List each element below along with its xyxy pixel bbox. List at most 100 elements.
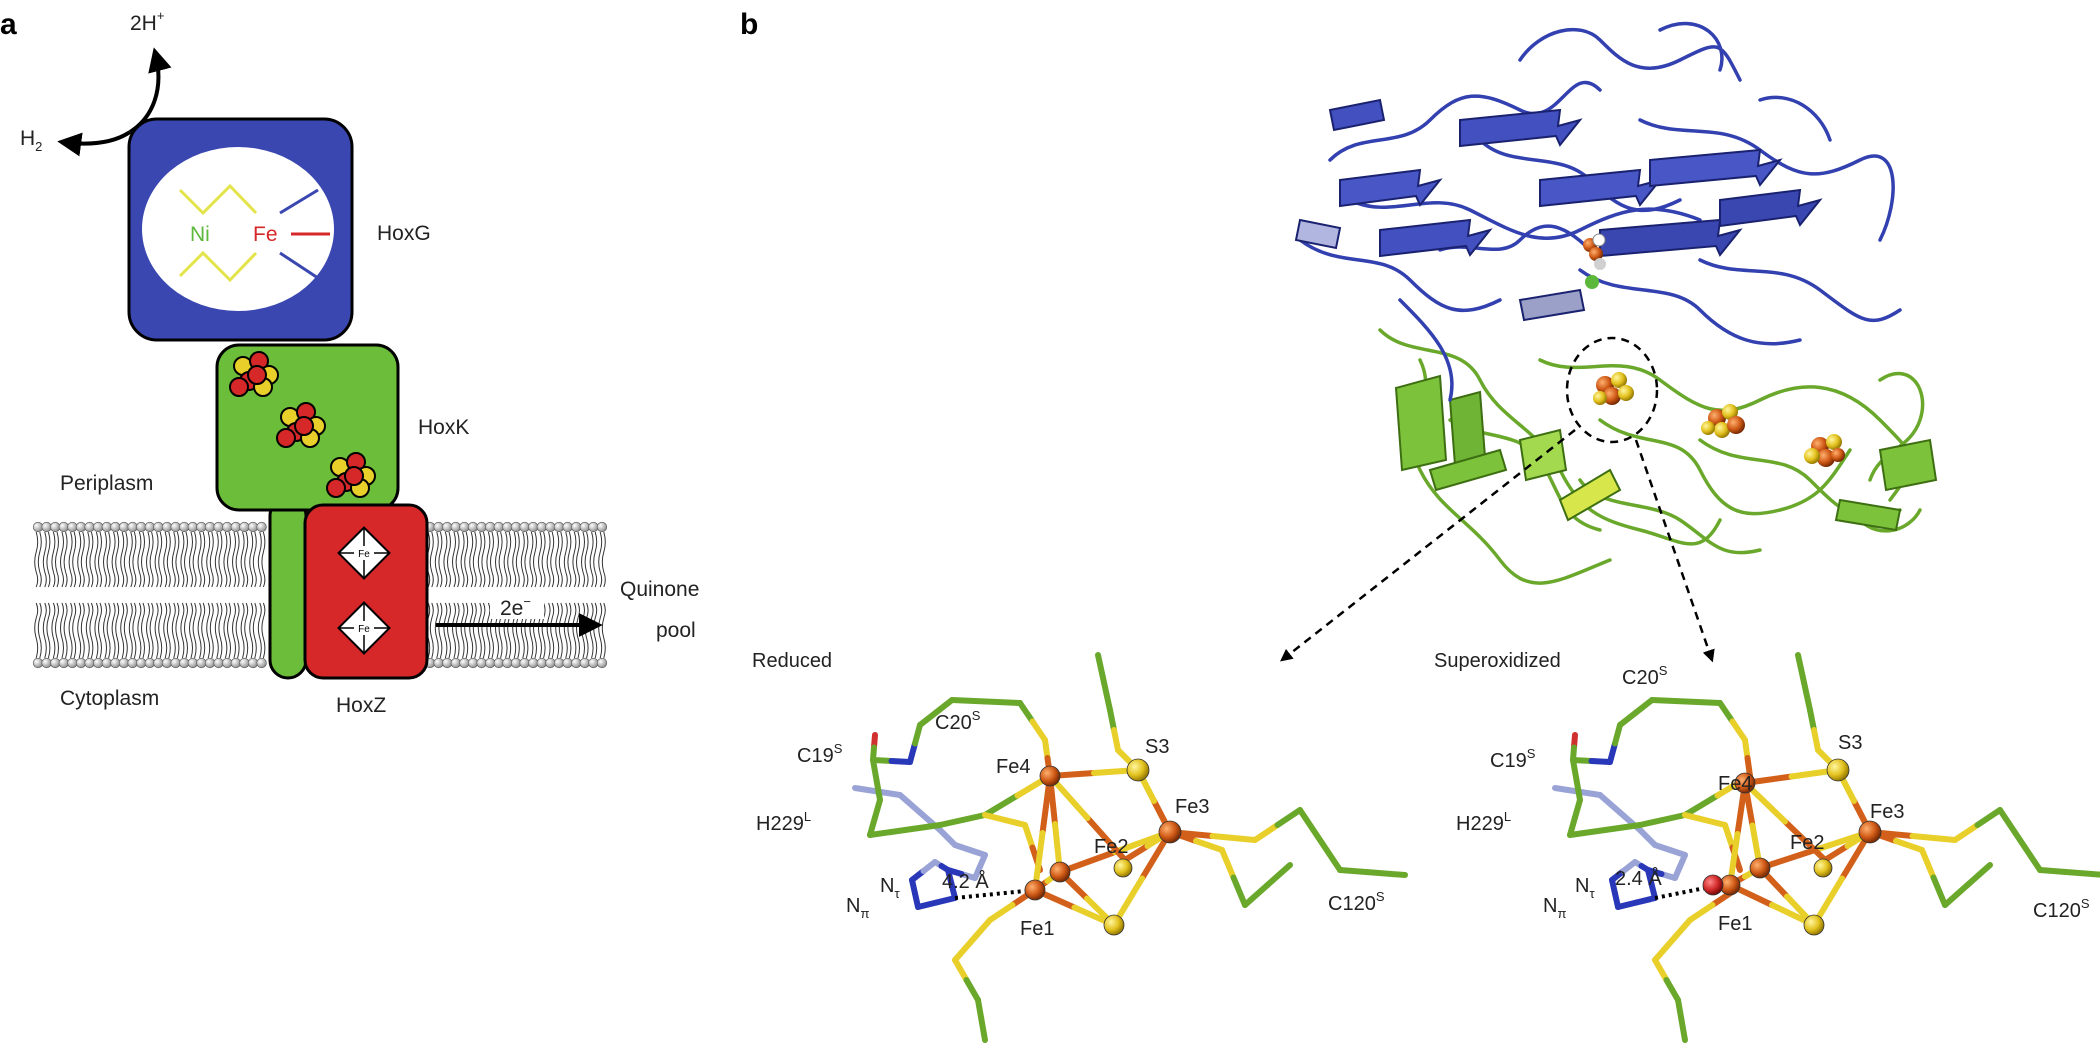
- bond: [873, 777, 883, 803]
- fe3-atom: [1158, 820, 1182, 844]
- bond: [1717, 700, 1736, 725]
- proximal-cluster-spheres: [1593, 372, 1634, 405]
- lipid-tail: [132, 531, 137, 588]
- distal-cluster-spheres: [1804, 434, 1845, 467]
- lipid-head: [596, 521, 608, 533]
- bond: [1942, 882, 1971, 908]
- bond: [1682, 812, 1708, 823]
- lipid-head: [510, 521, 522, 533]
- lipid-head: [75, 521, 87, 533]
- superoxidized-npi-label: Nπ: [1543, 895, 1566, 921]
- bond: [1675, 997, 1685, 1023]
- fes-cluster-distal: [326, 452, 376, 498]
- lipid-head: [101, 657, 112, 669]
- lipid-tail: [77, 602, 82, 659]
- lipid-tail: [576, 602, 580, 659]
- bond: [1682, 792, 1721, 818]
- bond: [978, 1017, 988, 1043]
- bond: [1893, 838, 1925, 853]
- lipid-tail: [477, 531, 482, 588]
- lipid-tail: [472, 531, 477, 588]
- lipid-tail: [240, 531, 245, 588]
- lipid-tail: [68, 531, 73, 588]
- lipid-head: [528, 657, 539, 669]
- lipid-tail: [486, 531, 491, 588]
- bond: [1084, 815, 1128, 863]
- lipid-head: [519, 657, 530, 669]
- lipid-tail: [51, 531, 56, 588]
- periplasm-label: Periplasm: [60, 472, 153, 495]
- bond: [1369, 869, 1408, 878]
- lipid-tail: [103, 531, 107, 588]
- lipid-tail: [171, 602, 176, 659]
- lipid-tail: [34, 602, 39, 659]
- lipid-tail: [137, 602, 142, 659]
- lipid-tail: [175, 602, 180, 659]
- lipid-tail: [495, 531, 499, 588]
- bond: [1567, 827, 1608, 838]
- lipid-tail: [154, 602, 159, 659]
- bond: [1811, 727, 1821, 753]
- lipid-head: [222, 657, 233, 669]
- lipid-tail: [218, 531, 223, 588]
- electrons-label: 2e−: [500, 594, 531, 620]
- bond: [1669, 917, 1693, 943]
- lipid-tail: [123, 602, 128, 659]
- membrane: [32, 521, 608, 669]
- lipid-tail: [80, 531, 85, 588]
- bond: [1729, 718, 1748, 743]
- lipid-tail: [180, 602, 185, 659]
- bond: [959, 812, 988, 823]
- lipid-tail: [189, 531, 193, 588]
- lipid-head: [519, 521, 530, 533]
- lipid-tail: [55, 531, 59, 588]
- lipid-head: [493, 657, 504, 669]
- lipid-head: [84, 657, 95, 669]
- lipid-tail: [89, 602, 94, 659]
- lipid-tail: [103, 602, 107, 659]
- lipid-tail: [227, 531, 231, 588]
- lipid-tail: [507, 531, 512, 588]
- bond: [1617, 709, 1639, 728]
- lipid-tail: [555, 531, 560, 588]
- lipid-tail: [244, 531, 249, 588]
- bond: [1297, 807, 1323, 843]
- bond: [888, 758, 913, 765]
- lipid-tail: [572, 602, 577, 659]
- bond: [1722, 822, 1736, 851]
- lipid-head: [562, 657, 573, 669]
- lipid-head: [187, 521, 198, 533]
- lipid-tail: [249, 531, 254, 588]
- bond: [1022, 822, 1036, 851]
- superoxidized-cluster-model: [1552, 652, 2100, 1043]
- bond: [1807, 707, 1817, 733]
- reduced-h229-label: H229L: [756, 809, 811, 835]
- lipid-tail: [512, 531, 517, 588]
- bond: [1687, 902, 1716, 923]
- lipid-head: [536, 657, 547, 669]
- lipid-head: [247, 657, 259, 669]
- lipid-head: [442, 521, 453, 533]
- superoxidized-title: Superoxidized: [1434, 650, 1561, 672]
- bond: [1317, 837, 1343, 873]
- reduced-fe3-label: Fe3: [1175, 796, 1209, 818]
- lipid-tail: [443, 602, 448, 659]
- lipid-tail: [163, 602, 168, 659]
- lipid-head: [93, 657, 104, 669]
- lipid-head: [493, 521, 504, 533]
- lipid-head: [536, 521, 547, 533]
- lipid-tail: [452, 531, 456, 588]
- lipid-tail: [593, 602, 598, 659]
- reduced-fe4-label: Fe4: [996, 756, 1030, 778]
- bond: [1795, 652, 1807, 686]
- lipid-tail: [171, 531, 176, 588]
- lipid-tail: [460, 531, 465, 588]
- proton-label: 2H+: [130, 8, 164, 35]
- lipid-head: [528, 521, 539, 533]
- bond: [1101, 679, 1113, 713]
- bond: [1652, 957, 1670, 983]
- bond: [1974, 807, 2003, 828]
- lipid-tail: [538, 531, 542, 588]
- lipid-head: [50, 521, 61, 533]
